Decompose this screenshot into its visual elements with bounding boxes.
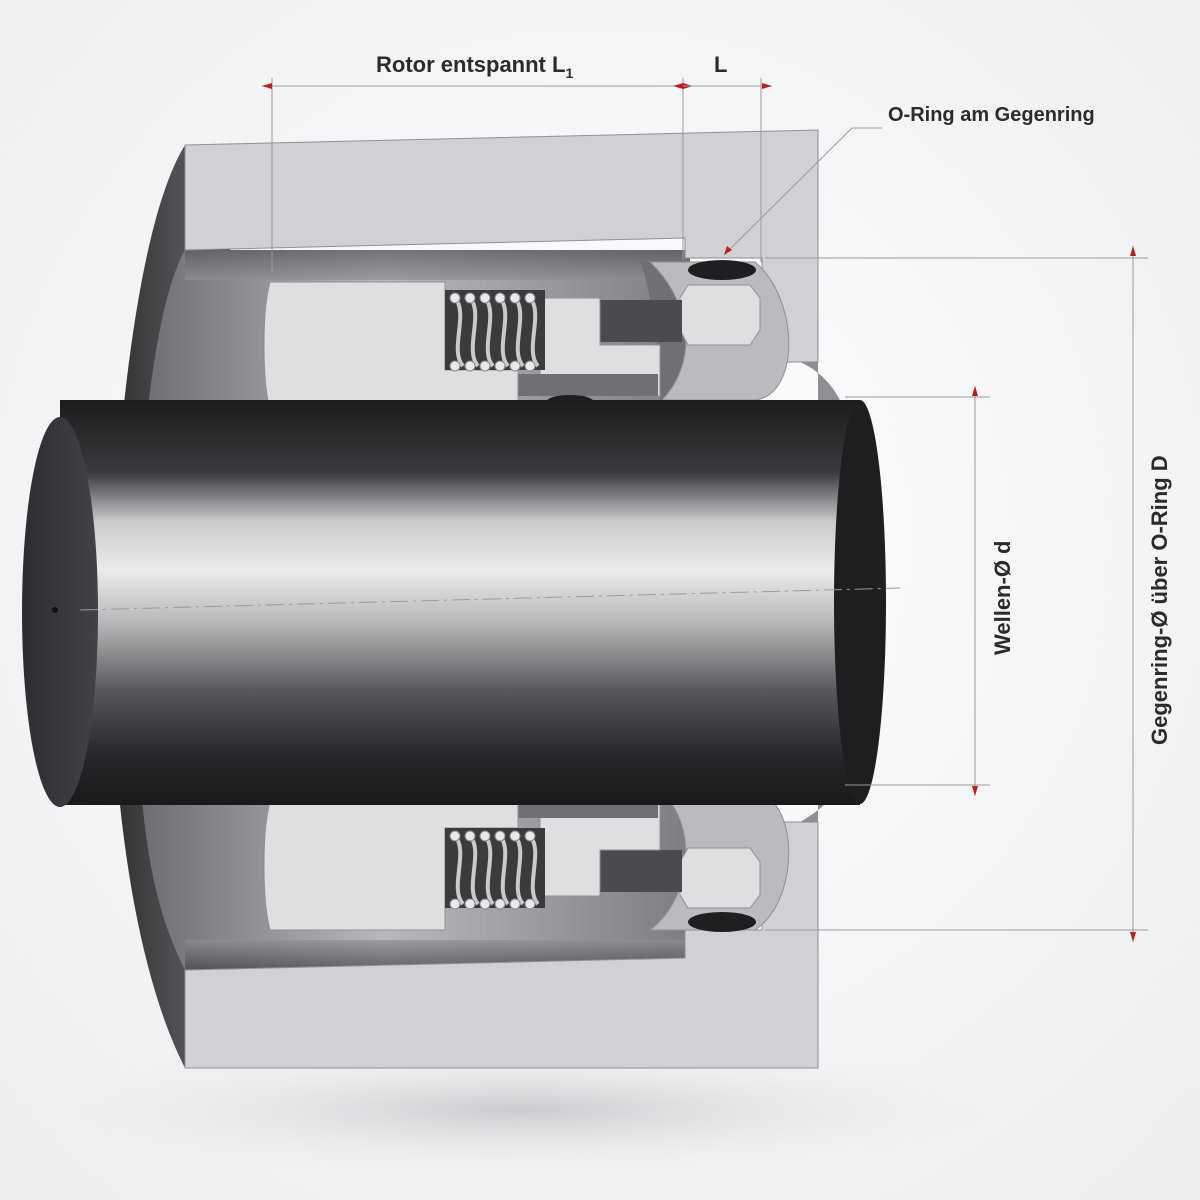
arrow-l1-left bbox=[262, 83, 272, 89]
shaft-center-point bbox=[52, 607, 58, 613]
spring-wire-section bbox=[479, 830, 491, 842]
spring-coil bbox=[528, 834, 540, 906]
label-o-ring: O-Ring am Gegenring bbox=[888, 104, 1095, 126]
spring-wire-section bbox=[524, 360, 536, 372]
spring-coil bbox=[513, 834, 525, 906]
spring-coils-bottom bbox=[449, 830, 540, 910]
spring-coil bbox=[498, 296, 510, 368]
label-rotor-length: Rotor entspannt L1 bbox=[376, 52, 573, 81]
seal-face-carbon-bottom bbox=[600, 850, 682, 892]
spring-coil bbox=[513, 296, 525, 368]
spring-wire-section bbox=[524, 292, 536, 304]
spring-coil bbox=[468, 834, 480, 906]
spring-wire-section bbox=[464, 292, 476, 304]
seat-face-bottom bbox=[679, 847, 761, 909]
shaft bbox=[60, 400, 860, 805]
spring-coils-top bbox=[449, 292, 540, 372]
spring-wire-section bbox=[494, 292, 506, 304]
center-line bbox=[79, 587, 901, 611]
label-shaft-diameter: Wellen-Ø d bbox=[990, 541, 1015, 656]
shaft-end-right bbox=[834, 400, 886, 804]
rotor-body-top bbox=[263, 281, 519, 411]
spring-coil bbox=[453, 834, 465, 906]
shaft-end-face bbox=[22, 417, 98, 807]
o-ring-seat-bottom bbox=[688, 912, 756, 932]
seal-face-carbon-top bbox=[600, 300, 682, 342]
spring-wire-section bbox=[509, 830, 521, 842]
spring-wire-section bbox=[509, 292, 521, 304]
spring-coil bbox=[498, 834, 510, 906]
label-length: L bbox=[714, 52, 727, 77]
spring-wire-section bbox=[494, 360, 506, 372]
spring-wire-section bbox=[494, 830, 506, 842]
seat-face-top bbox=[679, 284, 761, 346]
spring-wire-section bbox=[479, 292, 491, 304]
spring-wire-section bbox=[464, 898, 476, 910]
spring-wire-section bbox=[464, 360, 476, 372]
arrow-d-bottom bbox=[972, 786, 978, 796]
spring-wire-section bbox=[449, 898, 461, 910]
spring-wire-section bbox=[479, 360, 491, 372]
label-seat-diameter: Gegenring-Ø über O-Ring D bbox=[1147, 455, 1172, 745]
spring-coil bbox=[528, 296, 540, 368]
spring-wire-section bbox=[509, 360, 521, 372]
spring-coil bbox=[483, 296, 495, 368]
spring-coil bbox=[453, 296, 465, 368]
spring-coil bbox=[468, 296, 480, 368]
arrow-d-top bbox=[972, 386, 978, 396]
spring-wire-section bbox=[524, 898, 536, 910]
spring-cavity-bottom bbox=[445, 828, 545, 908]
arrow-l-right bbox=[762, 83, 772, 89]
spring-wire-section bbox=[509, 898, 521, 910]
arrow-l-left bbox=[673, 83, 683, 89]
spring-sleeve-top bbox=[518, 374, 658, 396]
arrow-D-bottom bbox=[1130, 932, 1136, 942]
floor-shadow bbox=[0, 1040, 1040, 1180]
o-ring-leader bbox=[723, 127, 882, 256]
bore-shadow-top bbox=[185, 250, 690, 280]
spring-wire-section bbox=[479, 898, 491, 910]
spring-wire-section bbox=[524, 830, 536, 842]
spring-wire-section bbox=[464, 830, 476, 842]
o-ring-seat-top bbox=[688, 260, 756, 280]
spring-wire-section bbox=[449, 292, 461, 304]
arrow-D-top bbox=[1130, 246, 1136, 256]
spring-cavity-top bbox=[445, 290, 545, 370]
spring-coil bbox=[483, 834, 495, 906]
spring-wire-section bbox=[449, 360, 461, 372]
spring-wire-section bbox=[449, 830, 461, 842]
spring-wire-section bbox=[494, 898, 506, 910]
o-ring-leader-arrow bbox=[724, 246, 732, 255]
housing-section-top bbox=[184, 129, 819, 363]
